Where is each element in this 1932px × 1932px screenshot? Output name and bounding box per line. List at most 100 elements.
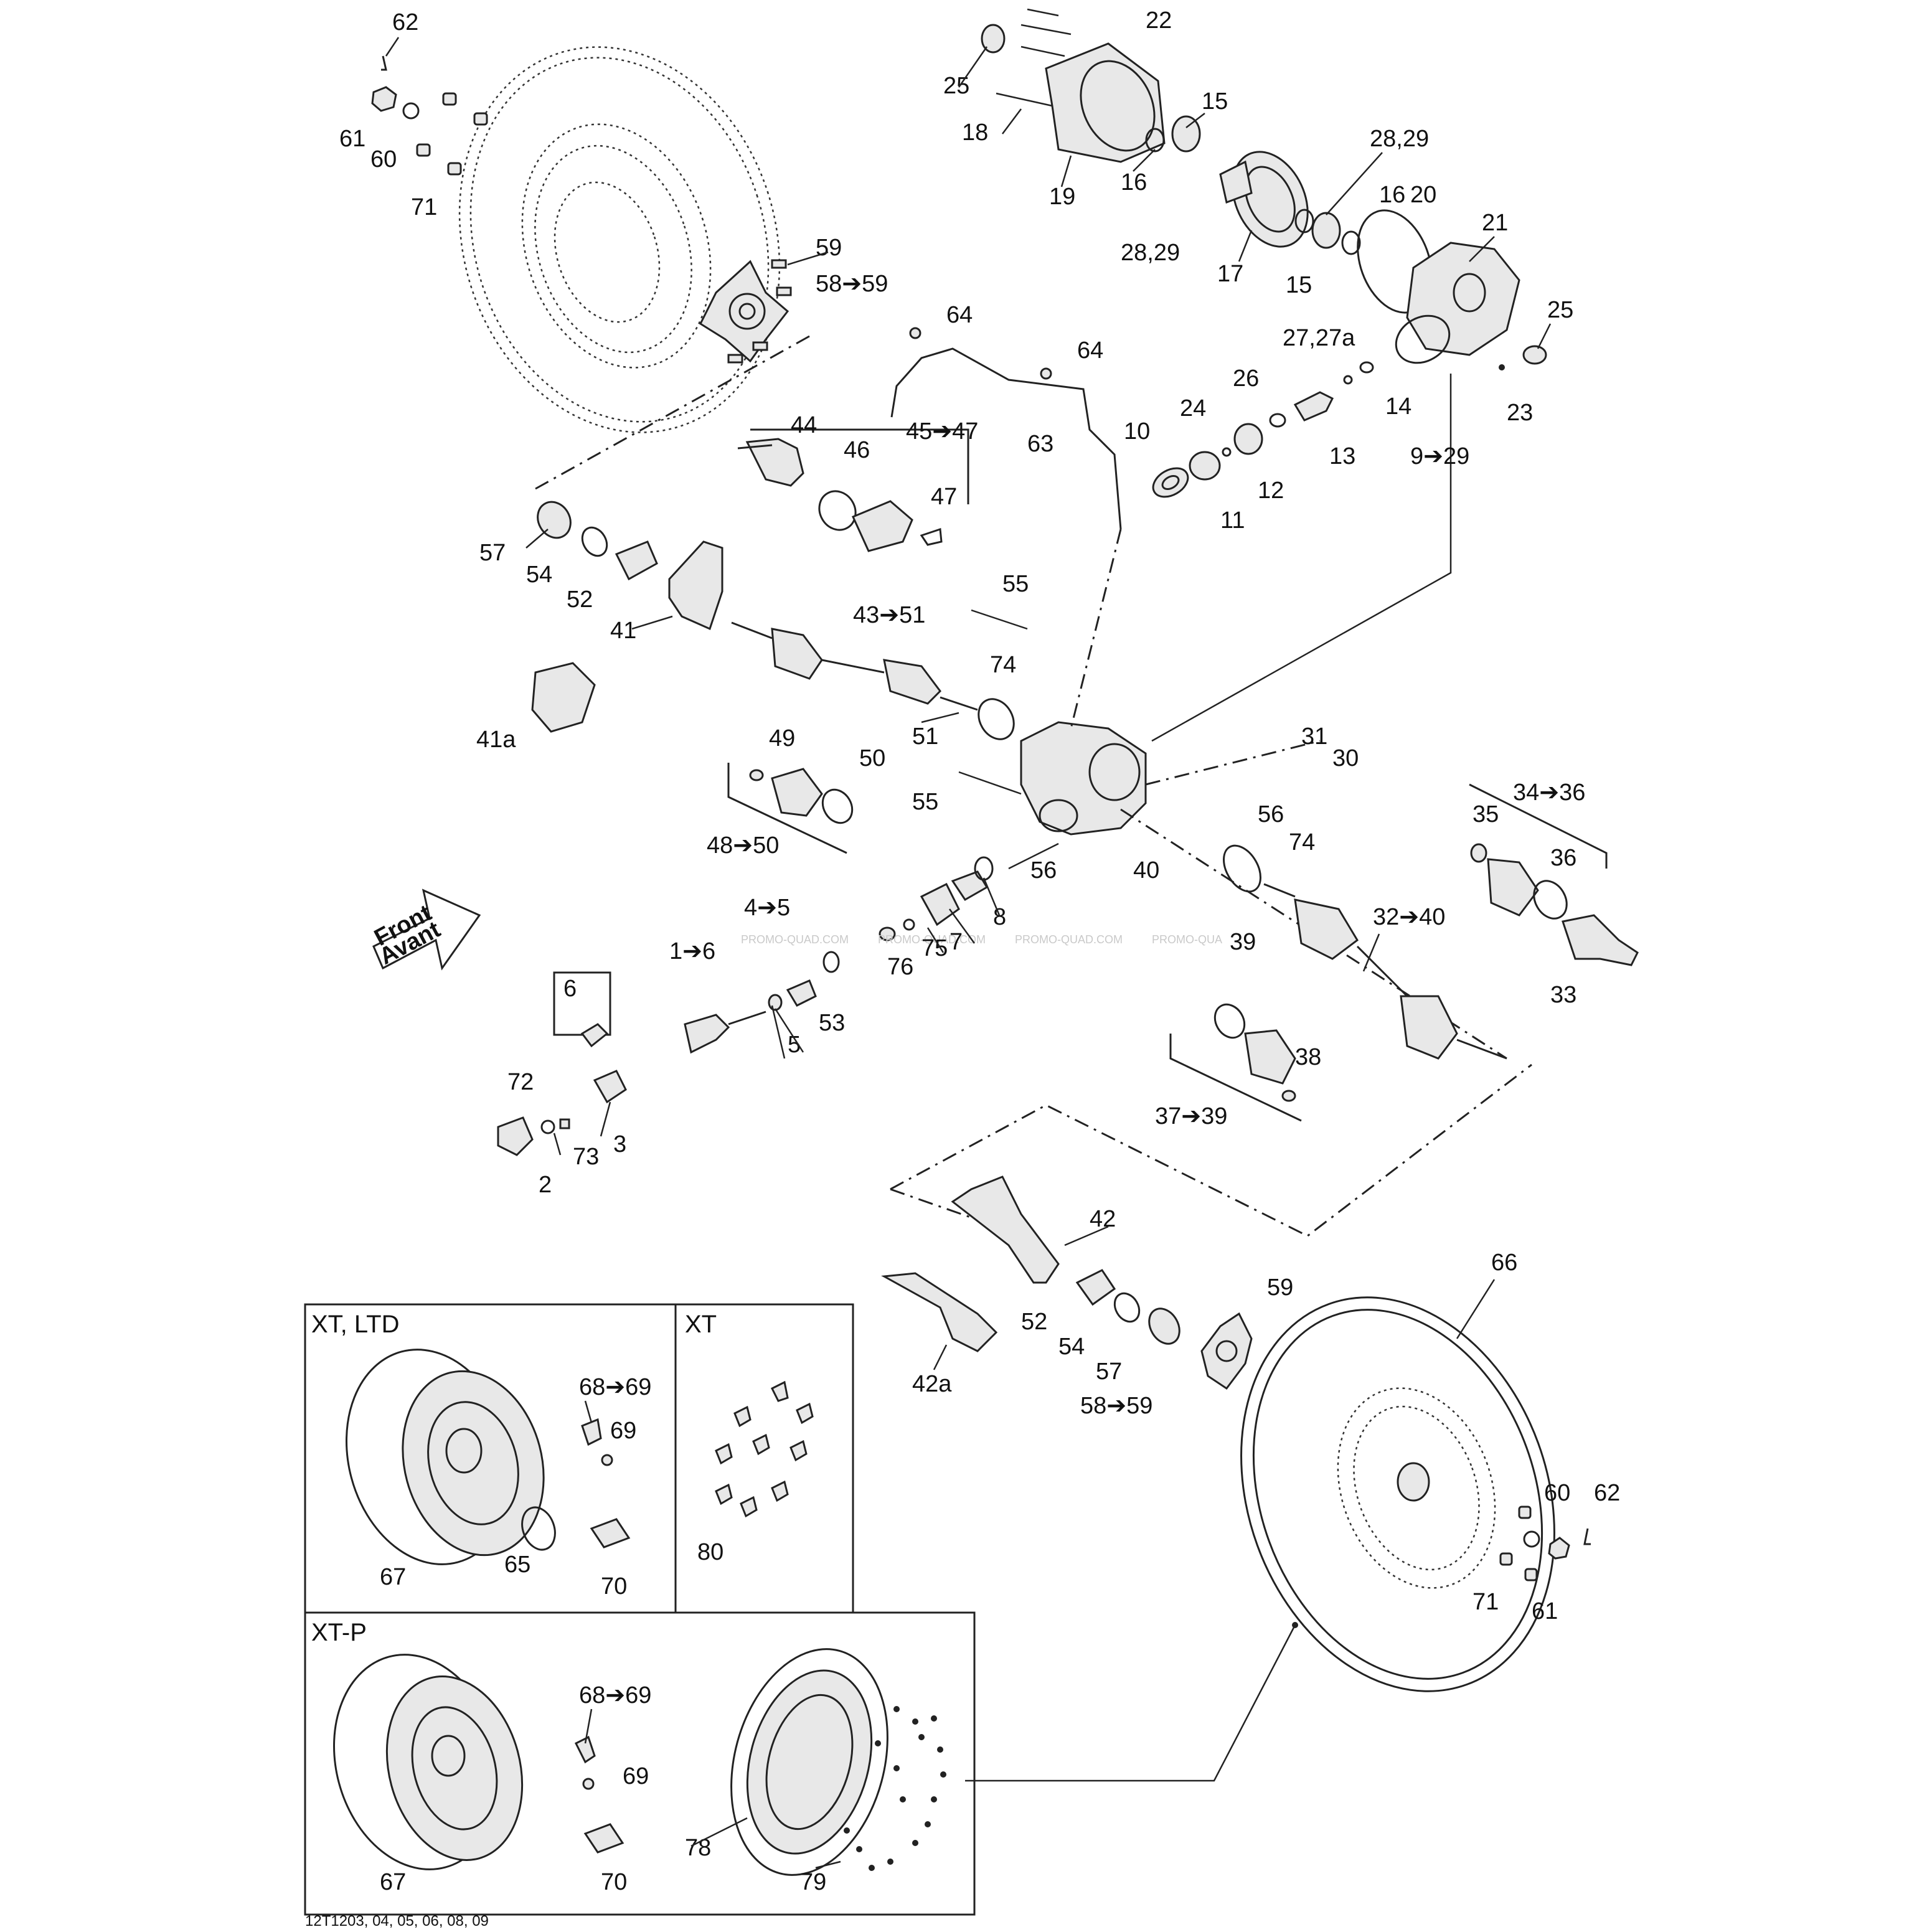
part-label: 16 [1379,182,1405,208]
drive-shaft-32 [1263,883,1507,1060]
part-label: 30 [1332,745,1359,771]
clamp-50 [821,788,854,824]
valve-68-xtp [574,1735,596,1764]
watermark-3: PROMO-QUAD.COM [1015,933,1123,946]
watermark-2: PROMO-QUAD.COM [878,933,986,946]
diff-housing-top [981,8,1201,163]
part-label: 4➔5 [744,895,790,921]
part-label: 68➔69 [579,1374,651,1400]
part-label: 68➔69 [579,1682,651,1708]
part-label: 65 [504,1552,530,1578]
part-label: 55 [1002,571,1029,597]
circlip-54 [581,526,608,557]
part-label: 67 [380,1869,406,1895]
panel-title-xt-p: XT-P [311,1619,367,1646]
fitting-6 [580,1023,609,1048]
part-label: 60 [1544,1480,1570,1506]
rear-wheel-tire [1240,1296,1591,1692]
part-label: 20 [1410,182,1436,208]
part-label: 41a [476,727,516,753]
clamp-49 [749,769,764,781]
part-label: 55 [912,789,938,815]
front-direction-sign [372,888,481,971]
beadlock-78 [730,1648,888,1876]
part-label: 5 [788,1032,801,1058]
bracket-34-36 [1469,783,1608,869]
part-label: 3 [613,1131,626,1157]
part-label: 16 [1121,169,1147,196]
knuckle-41a [531,662,596,733]
panel-xt-p-frame [304,1611,976,1916]
cap-69-xtp [582,1778,595,1790]
part-label: 74 [1289,829,1315,855]
yoke-2 [497,1116,534,1156]
bolt-73 [559,1118,570,1129]
leader-lines [385,37,1552,1869]
leader-66-xtp [965,1624,1296,1782]
seal-57-lower [1148,1308,1180,1345]
boot-37 [1244,1029,1296,1085]
part-label: 24 [1180,395,1206,422]
wheel-67-xtltd [346,1349,545,1565]
part-label: 71 [411,194,437,220]
leader-9-29 [1151,374,1452,742]
bracket-45-47 [750,428,969,504]
diagram-id: 12T1203, 04, 05, 06, 08, 09 [305,1913,489,1930]
part-label: 27,27a [1283,325,1355,351]
part-label: 38 [1295,1044,1321,1070]
part-label: 56 [1030,857,1057,884]
bracket-37-39 [1169,1034,1302,1122]
boot-34 [1487,858,1539,917]
part-label: 9➔29 [1410,443,1469,469]
part-label: 17 [1217,261,1243,287]
part-label: 6 [563,976,577,1002]
part-label: 80 [697,1539,723,1565]
label-70-xtp [583,1823,624,1854]
clips-80 [715,1380,814,1518]
part-label: 64 [1077,337,1103,364]
boot-48 [771,768,823,817]
seal-74 [978,698,1015,740]
knuckle-41 [668,540,723,631]
part-label: 62 [1594,1480,1620,1506]
part-label: 47 [931,484,957,510]
part-label: 43➔51 [853,602,925,628]
hub-lower [1200,1312,1253,1390]
part-label: 70 [601,1573,627,1600]
part-label: 66 [1491,1250,1517,1276]
clamp-46 [818,490,857,531]
part-label: 79 [800,1869,826,1895]
part-label: 50 [859,745,885,771]
ring-gear [1219,151,1361,255]
part-label: 19 [1049,184,1075,210]
seal-74-right [1223,844,1261,893]
axis-diff-right [1145,740,1321,786]
front-differential [958,609,1147,836]
part-label: 72 [507,1069,534,1095]
part-label: 64 [946,302,973,328]
bearing-52 [615,540,658,581]
part-label: 15 [1202,88,1228,115]
clamp-35 [1470,843,1487,863]
watermark-1: PROMO-QUAD.COM [741,933,849,946]
drive-shaft-43 [731,621,978,711]
clamp-39 [1213,1003,1246,1039]
part-label: 28,29 [1121,240,1180,266]
axis-hose-diff [1070,529,1122,729]
part-label: 18 [962,120,988,146]
front-wheel-tire-top [458,46,781,433]
part-label: 76 [887,954,913,980]
part-label: 1➔6 [669,938,715,964]
prop-shaft [684,856,994,1054]
boot-45 [851,500,913,552]
part-label: 69 [610,1418,636,1444]
wheel-nuts-top [371,55,488,176]
part-label: 31 [1301,723,1327,750]
part-label: 52 [1021,1309,1047,1335]
part-label: 73 [573,1144,599,1170]
part-label: 71 [1473,1589,1499,1615]
clamp-38 [1281,1090,1296,1102]
part-label: 61 [339,126,365,152]
panel-title-xt: XT [685,1311,717,1338]
